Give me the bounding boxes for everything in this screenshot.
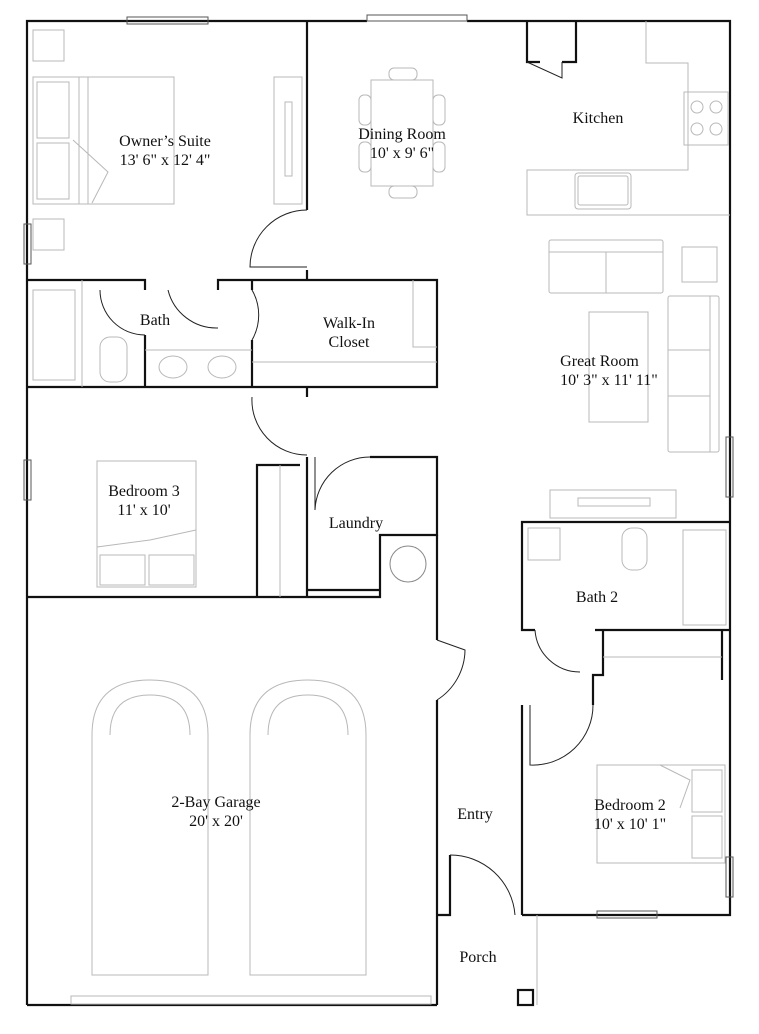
room-walk-in-closet: Walk-In Closet — [323, 314, 375, 352]
room-great-room: Great Room 10' 3" x 11' 11" — [560, 352, 658, 390]
room-name: Bedroom 2 — [594, 797, 666, 814]
room-kitchen: Kitchen — [573, 109, 624, 128]
room-bedroom-3: Bedroom 3 11' x 10' — [108, 482, 180, 520]
room-owners-suite: Owner’s Suite 13' 6" x 12' 4" — [119, 132, 211, 170]
room-name: Owner’s Suite — [119, 133, 211, 150]
room-name: Walk-In — [322, 315, 376, 332]
room-name: Laundry — [328, 515, 384, 532]
doors — [99, 61, 594, 916]
room-entry: Entry — [457, 805, 493, 824]
room-size: 10' x 9' 6" — [369, 145, 435, 162]
room-size: 13' 6" x 12' 4" — [119, 152, 211, 169]
room-name-line2: Closet — [328, 334, 370, 351]
room-bedroom-2: Bedroom 2 10' x 10' 1" — [594, 796, 666, 834]
room-name: Bath — [139, 312, 171, 329]
room-dining-room: Dining Room 10' x 9' 6" — [358, 125, 446, 163]
walls — [25, 19, 732, 1007]
room-name: Bath 2 — [575, 589, 619, 606]
room-size: 10' 3" x 11' 11" — [560, 372, 658, 389]
room-laundry: Laundry — [329, 514, 383, 533]
room-size: 20' x 20' — [189, 813, 243, 830]
windows — [23, 14, 734, 919]
room-garage: 2-Bay Garage 20' x 20' — [171, 793, 260, 831]
room-name: Dining Room — [358, 126, 446, 143]
room-name: Entry — [457, 806, 493, 823]
room-name: Kitchen — [572, 110, 624, 127]
room-porch: Porch — [459, 948, 496, 967]
room-name: 2-Bay Garage — [171, 794, 261, 811]
room-name: Porch — [459, 949, 497, 966]
room-bath-2: Bath 2 — [576, 588, 618, 607]
room-name: Bedroom 3 — [108, 483, 180, 500]
furniture — [32, 21, 730, 1005]
room-size: 10' x 10' 1" — [593, 816, 667, 833]
room-bath: Bath — [140, 311, 170, 330]
room-size: 11' x 10' — [117, 502, 171, 519]
room-name: Great Room — [560, 353, 639, 370]
